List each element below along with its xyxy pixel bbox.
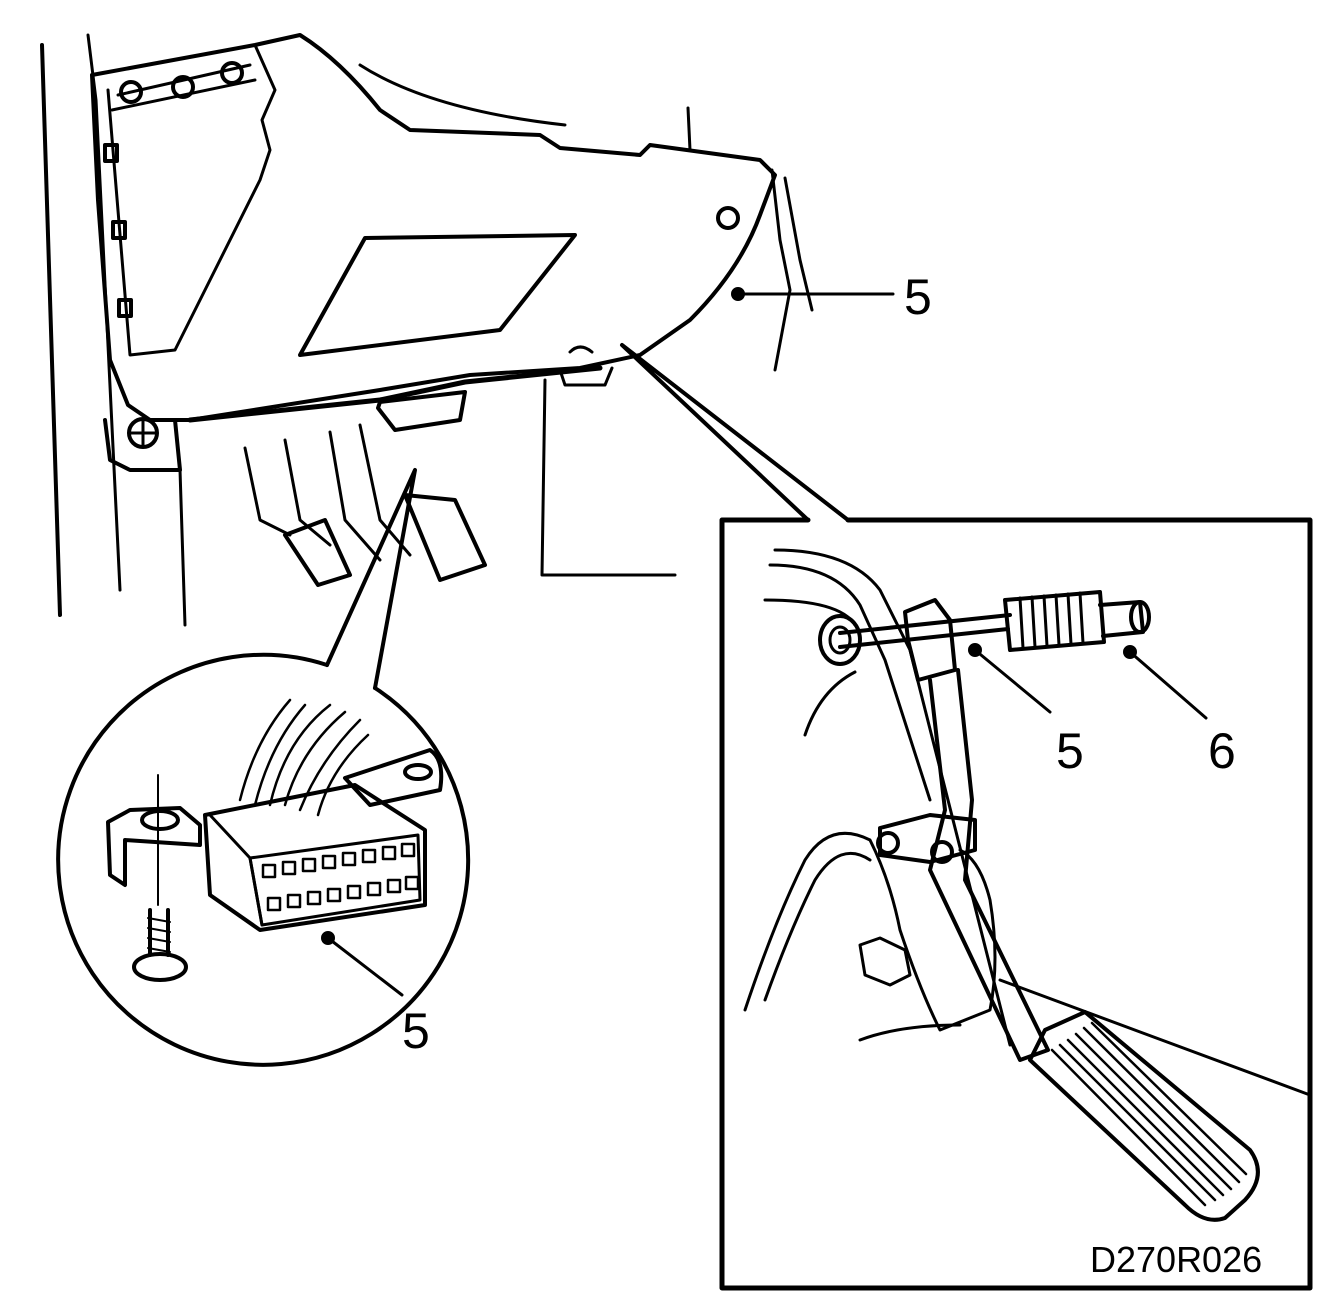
center-clip [568,345,594,354]
door-pillar [40,43,62,617]
dash-column [686,106,692,152]
pedal-arm [928,668,1050,1062]
pivot-rod [838,613,1012,649]
inset-pointer [325,468,417,690]
connector-ear [343,748,444,807]
pivot-grommet-inner [828,625,852,655]
pivot-grommet [818,614,862,666]
pedal-sensor-end [1129,600,1151,634]
firewall-bend [803,670,857,737]
dash-top-edge [358,63,567,127]
pedal-pad-mid [403,493,487,582]
callout-dash-panel: 5 [731,269,932,325]
lower-panel-face [187,365,603,423]
screw-thread [147,917,171,953]
floor-line [858,978,1312,1097]
pedal-sensor-shaft [1098,600,1145,638]
pedal-harness-2 [763,851,872,1002]
left-trim-panel [90,33,777,422]
trim-panel-edge [106,43,277,357]
trim-screw [171,75,195,99]
pedal-bracket [903,598,957,682]
figure-code: D270R026 [1090,1239,1262,1280]
leader-line [1128,650,1208,720]
left-bracket-bolt [127,417,159,449]
connector-pins [261,842,420,912]
firewall-line [773,548,1012,1047]
center-tunnel [540,378,677,577]
under-dash-shapes [243,423,412,562]
firewall-curve [763,598,857,627]
dashboard-underside-view [40,33,814,627]
callout-label: 5 [1056,723,1084,779]
bracket-hole [140,809,180,831]
center-bracket [558,366,614,387]
trim-screw [220,61,244,85]
obd-connector-side [208,813,264,927]
trim-screw [119,80,143,104]
pedal-mount-block [878,813,977,864]
lower-left-column [178,468,187,627]
leader-line [973,648,1052,714]
pedal-sensor-ribs [1018,591,1085,650]
panel-window [298,233,577,357]
accelerator-pad [1028,1010,1260,1222]
inset-circle [56,652,471,1067]
inset-frame [719,517,1313,1291]
obd-connector-body [203,783,427,932]
underside-connector-housing [376,390,467,432]
mount-nut [930,840,954,864]
pad-ribs [1050,1021,1248,1207]
callout-label: 6 [1208,723,1236,779]
panel-hole [716,206,740,230]
left-bracket [103,418,182,472]
trim-clip [103,143,119,163]
leader-line [326,936,404,997]
callout-label: 5 [904,269,932,325]
screw-head [132,952,188,982]
door-pillar-inner [86,33,122,592]
connector-inset: 5 [56,468,471,1067]
a-pillar-right [770,168,792,372]
inset-pointer [620,343,850,522]
callout-label: 5 [402,1003,430,1059]
connector-ear-hole [403,763,433,781]
trim-clip [111,220,127,240]
harness-clip [858,936,912,987]
mounting-bracket [106,806,202,887]
pedal-harness [743,831,997,1032]
harness-wires [238,698,370,817]
mount-nut [876,831,900,855]
pedal-inset: 5 6 D270R026 [620,343,1313,1291]
trim-clip [117,298,133,318]
firewall-line-2 [768,563,932,802]
pedal-pad-left [283,518,352,587]
